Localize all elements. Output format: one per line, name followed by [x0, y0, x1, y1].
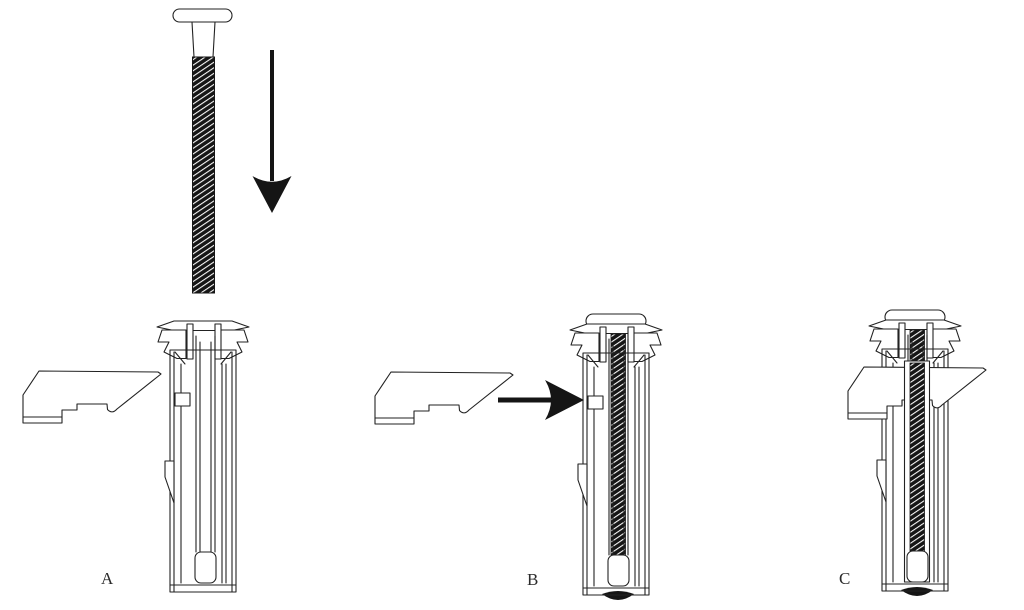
screw-icon: [172, 8, 233, 294]
anchor-with-screw: [569, 313, 663, 600]
front-column: [903, 360, 931, 583]
step-a-panel: [22, 8, 292, 593]
right-arrow-icon: [498, 380, 584, 420]
step-b-panel: [374, 313, 663, 600]
mounting-bracket: [22, 370, 162, 424]
mounting-bracket: [374, 371, 514, 425]
down-arrow-icon: [252, 50, 292, 213]
anchor-sleeve: [156, 320, 250, 593]
step-c-panel: [847, 309, 987, 596]
step-b-label: B: [527, 570, 538, 589]
step-a-label: A: [101, 569, 114, 588]
step-c-label: C: [839, 569, 850, 588]
